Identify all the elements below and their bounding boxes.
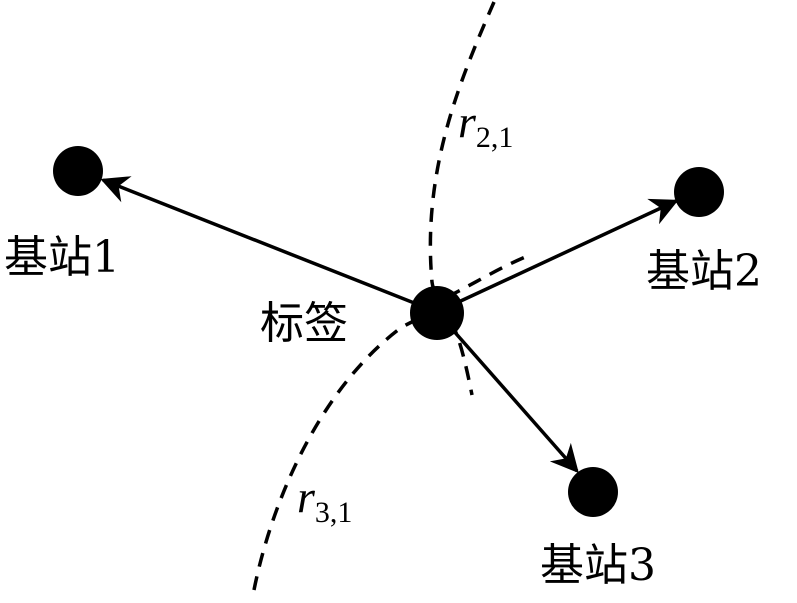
station1-node — [53, 146, 103, 196]
hyperbola-r31-branch — [252, 314, 474, 591]
arrow-to-station1 — [100, 176, 438, 314]
radius-r31-label: r3,1 — [297, 471, 352, 529]
radius-r21-label: r2,1 — [458, 96, 513, 154]
arrow-to-station3 — [435, 310, 579, 474]
hyperbola-r21-branch — [428, 1, 531, 297]
tag-node — [410, 286, 464, 340]
arrow-to-station2 — [436, 198, 679, 314]
tag-label: 标签 — [260, 298, 348, 349]
station3-label: 基站3 — [540, 540, 656, 591]
station1-label: 基站1 — [4, 232, 120, 283]
radius-r31-symbol: r — [297, 471, 316, 522]
radius-r31-subscript: 3,1 — [315, 496, 353, 529]
station2-node — [674, 167, 724, 217]
radius-r21-subscript: 2,1 — [476, 121, 514, 154]
station3-node — [568, 467, 618, 517]
station2-label: 基站2 — [646, 246, 762, 297]
radius-r21-symbol: r — [458, 96, 477, 147]
